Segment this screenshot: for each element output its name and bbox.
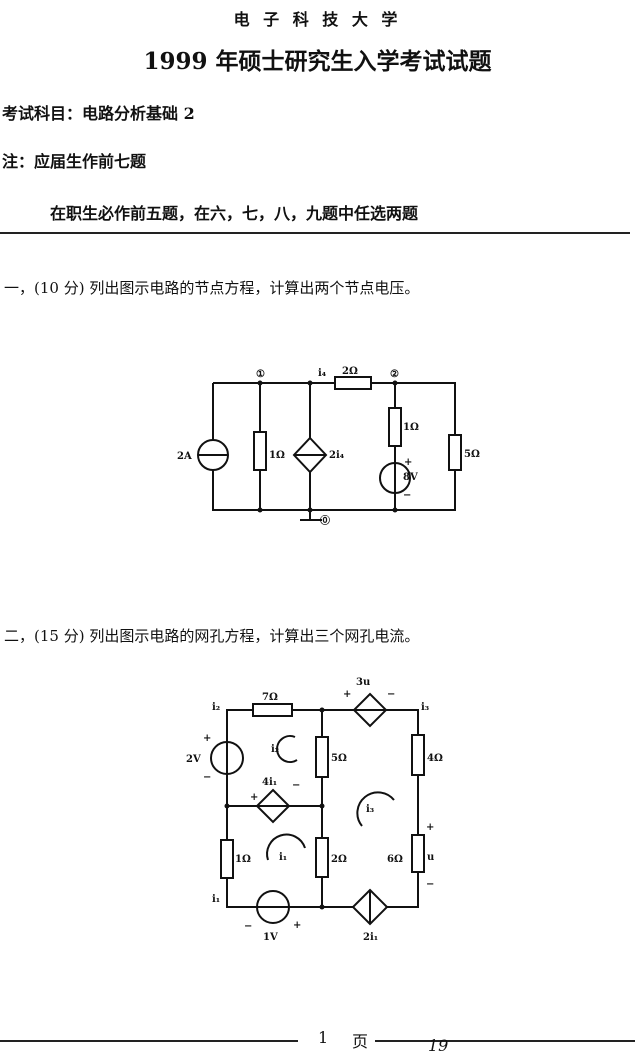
circuit-label: 1Ω [403, 422, 419, 433]
circuit-label: − [244, 921, 252, 932]
footer-line-left [0, 1040, 298, 1042]
exam-subject: 考试科目：电路分析基础 2 [2, 104, 195, 123]
resistor-1ohm [220, 839, 234, 879]
circuit-label: ① [256, 369, 265, 380]
exam-title: 1999 年硕士研究生入学考试试题 [143, 48, 492, 75]
circuit-label: 2i₄ [329, 450, 345, 461]
resistor-1ohm-a [253, 431, 267, 471]
mesh-arrow-i3 [356, 791, 395, 827]
resistor-5ohm [448, 434, 462, 471]
circuit-label: i₃ [366, 804, 374, 815]
circuit-label: i₂ [271, 744, 279, 755]
circuit-label: 6Ω [387, 854, 403, 865]
circuit-label: i₄ [318, 368, 327, 379]
resistor-2ohm [315, 837, 329, 878]
circuit-label: − [292, 780, 300, 791]
circuit-label: 5Ω [331, 753, 347, 764]
circuit-2: 7Ω 3u + − i₂ i₃ + 2V − i₂ 5Ω 4Ω 4i₁ + − … [186, 677, 443, 943]
mesh-arrow-i2 [276, 735, 298, 763]
circuit-label: 2V [186, 754, 201, 765]
question-2-text: 二，(15 分) 列出图示电路的网孔方程，计算出三个网孔电流。 [4, 627, 420, 645]
resistor-2ohm [334, 376, 372, 390]
circuit-label: 2Ω [342, 366, 358, 377]
circuit-label: i₁ [212, 894, 220, 905]
note-working: 在职生必作前五题，在六，七，八，九题中任选两题 [50, 204, 419, 223]
circuit-label: − [426, 879, 434, 890]
handwritten-number: 19 [428, 1036, 449, 1055]
university-name: 电 子 科 技 大 学 [233, 10, 402, 29]
circuit-label: i₃ [421, 702, 429, 713]
page-label: 页 [352, 1032, 369, 1051]
circuit-label: 1Ω [269, 450, 285, 461]
circuit-label: + [343, 689, 351, 700]
circuit-label: 4Ω [427, 753, 443, 764]
circuit-label: 2i₁ [363, 932, 378, 943]
circuit-label: + [293, 920, 301, 931]
circuit-label: 2A [177, 451, 192, 462]
circuit-label: 7Ω [262, 692, 278, 703]
circuit-label: + [404, 457, 412, 468]
circuit-label: 5Ω [464, 449, 480, 460]
circuit-label: 3u [356, 677, 370, 688]
page-number: 1 [318, 1028, 329, 1047]
circuit-label: + [250, 792, 258, 803]
circuit-label: ② [390, 369, 399, 380]
mesh-arrow-i1 [266, 833, 306, 861]
circuit-label: 2Ω [331, 854, 347, 865]
resistor-7ohm [252, 703, 293, 717]
circuit-label: − [403, 490, 411, 501]
footer-line-right [375, 1040, 635, 1042]
note-fresh: 注：应届生作前七题 [2, 152, 147, 171]
circuit-label: − [203, 772, 211, 783]
resistor-1ohm-b [388, 407, 402, 447]
circuit-label: + [203, 733, 211, 744]
circuit-label: u [427, 852, 434, 863]
resistor-5ohm [315, 736, 329, 778]
circuit-label: 1Ω [235, 854, 251, 865]
circuit-label: + [426, 822, 434, 833]
circuit-1: ① ② ⓪ i₄ 2Ω 2A 1Ω 2i₄ 1Ω + 8V − 5Ω [177, 366, 480, 527]
circuit-label: 4i₁ [262, 777, 277, 788]
circuit-label: − [387, 689, 395, 700]
divider [0, 232, 630, 234]
resistor-6ohm [411, 834, 425, 873]
circuit-label: i₂ [212, 702, 220, 713]
circuit-label: 1V [263, 932, 278, 943]
question-1-text: 一，(10 分) 列出图示电路的节点方程，计算出两个节点电压。 [4, 279, 420, 297]
circuit-label: i₁ [279, 852, 287, 863]
circuit-label: ⓪ [320, 514, 330, 527]
resistor-4ohm [411, 734, 425, 776]
circuit-label: 8V [403, 472, 418, 483]
